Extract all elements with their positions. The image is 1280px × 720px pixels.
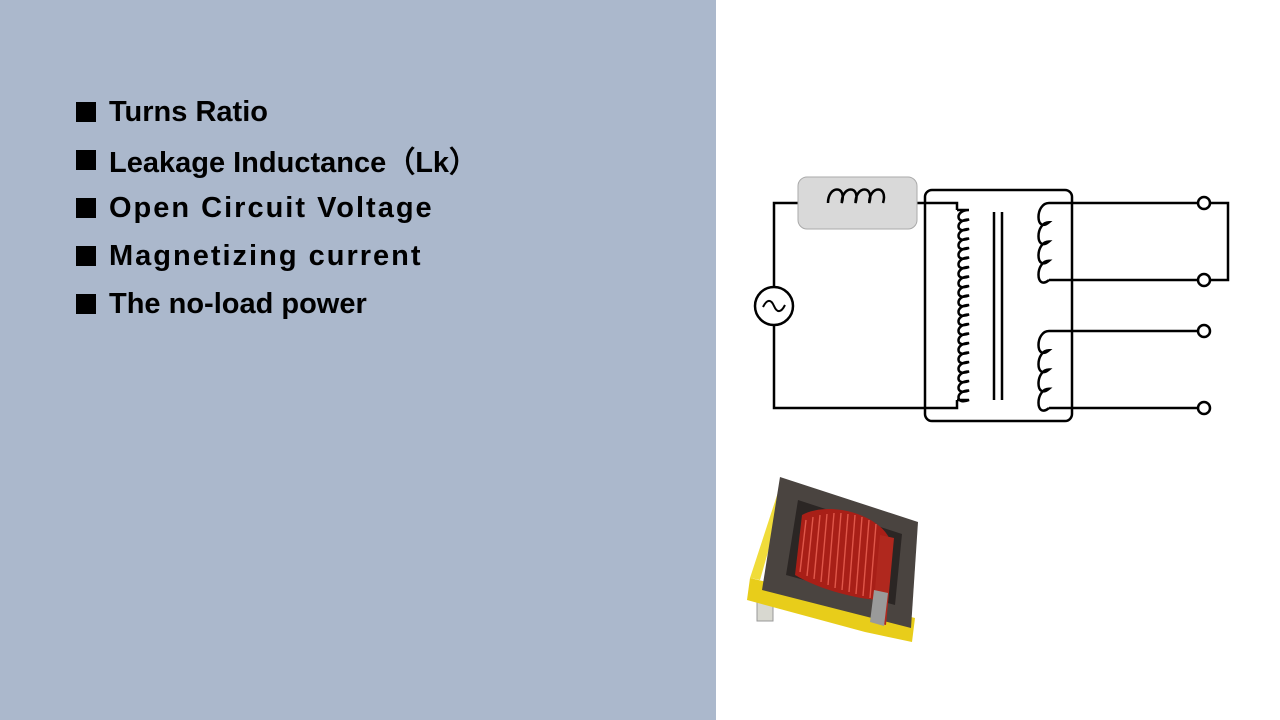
transformer-schematic [753,176,1230,423]
left-panel [0,0,716,720]
clamp [870,590,888,626]
bullet-text: Magnetizing current [109,239,423,272]
primary-winding [957,208,970,403]
bullet-turns-ratio: Turns Ratio [76,88,478,136]
terminal-icon [1196,195,1212,211]
square-bullet-icon [76,150,96,170]
inductor-highlight [797,176,918,230]
bullet-leakage-inductance: Leakage Inductance（Lk） [76,136,478,184]
bullet-list: Turns Ratio Leakage Inductance（Lk） Open … [76,88,478,328]
secondary-winding-upper [1037,201,1053,284]
ac-source-icon [753,285,795,327]
terminal-icon [1196,272,1212,288]
square-bullet-icon [76,246,96,266]
copper-winding [795,509,890,600]
terminal-icon [1196,400,1212,416]
bullet-text: The no-load power [109,287,367,320]
secondary-winding-lower [1037,329,1053,412]
bullet-text: Open Circuit Voltage [109,191,434,224]
terminal-icon [1196,323,1212,339]
leakage-inductor-icon [826,188,886,204]
bullet-open-circuit-voltage: Open Circuit Voltage [76,184,478,232]
bullet-magnetizing-current: Magnetizing current [76,232,478,280]
transformer-outline [923,188,1074,423]
bullet-text: Leakage Inductance（Lk） [109,147,479,179]
square-bullet-icon [76,294,96,314]
wire [1207,201,1230,282]
square-bullet-icon [76,198,96,218]
wire [772,324,959,410]
bullet-text: Turns Ratio [109,95,268,128]
square-bullet-icon [76,102,96,122]
bullet-no-load-power: The no-load power [76,280,478,328]
transformer-photo [747,477,918,642]
